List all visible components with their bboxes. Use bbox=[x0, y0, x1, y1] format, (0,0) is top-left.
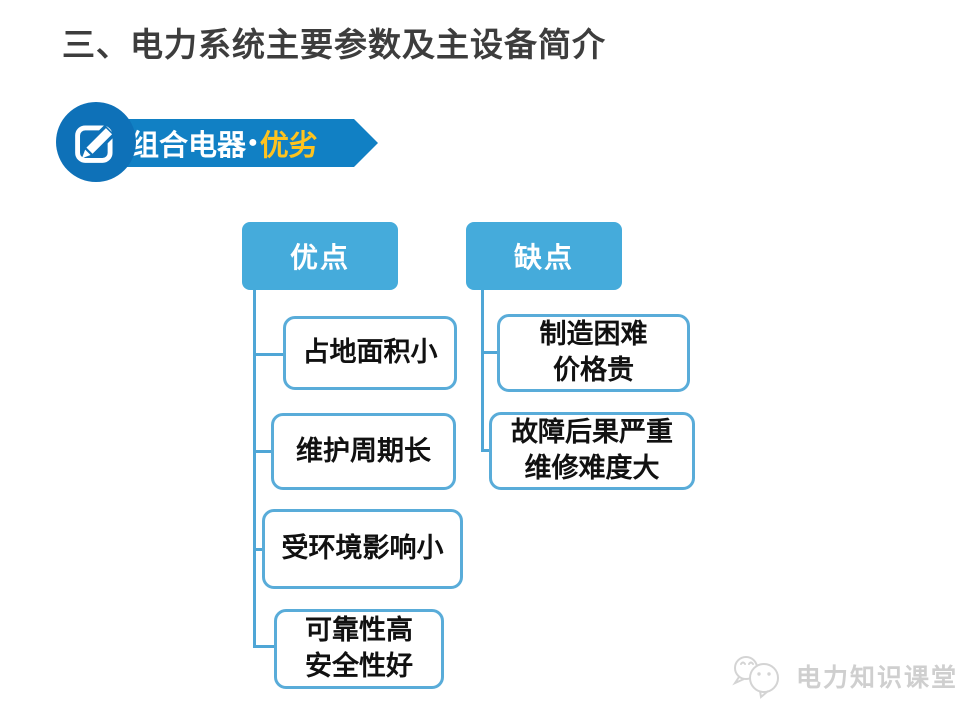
advantage-item: 维护周期长 bbox=[271, 413, 456, 490]
page-title: 三、电力系统主要参数及主设备简介 bbox=[62, 26, 606, 63]
badge-ribbon: 组合电器●优劣 bbox=[96, 119, 378, 167]
advantage-item-line: 维护周期长 bbox=[296, 435, 431, 466]
advantage-item: 受环境影响小 bbox=[262, 509, 463, 589]
watermark-text: 电力知识课堂 bbox=[796, 664, 959, 692]
disadvantage-item: 制造困难 价格贵 bbox=[497, 314, 690, 392]
connector-stub bbox=[253, 450, 271, 453]
connector-stub bbox=[253, 353, 283, 356]
advantages-header: 优点 bbox=[242, 222, 398, 290]
connector-stub bbox=[253, 645, 274, 648]
advantage-item-line: 占地面积小 bbox=[302, 337, 438, 368]
disadvantages-header: 缺点 bbox=[466, 222, 622, 290]
edit-pencil-icon bbox=[56, 102, 136, 182]
disadvantage-item-line: 故障后果严重 bbox=[511, 417, 673, 448]
connector-stub bbox=[253, 548, 263, 551]
connector-stub bbox=[481, 351, 497, 354]
disadvantage-item-line: 制造困难 bbox=[539, 319, 648, 350]
advantage-item-line: 安全性好 bbox=[305, 651, 413, 681]
advantage-item-line: 受环境影响小 bbox=[281, 533, 444, 564]
badge-separator-dot: ● bbox=[248, 134, 258, 151]
advantage-item-line: 可靠性高 bbox=[305, 615, 413, 646]
advantage-item: 占地面积小 bbox=[283, 316, 457, 390]
disadvantage-item-line: 维修难度大 bbox=[524, 453, 660, 483]
disadvantages-connector-line bbox=[481, 290, 484, 452]
advantage-item: 可靠性高 安全性好 bbox=[274, 609, 444, 689]
connector-stub bbox=[481, 449, 490, 452]
badge-label: 组合电器 bbox=[130, 130, 247, 162]
badge-highlight: 优劣 bbox=[259, 130, 318, 162]
disadvantage-item-line: 价格贵 bbox=[553, 355, 634, 385]
disadvantage-item: 故障后果严重 维修难度大 bbox=[489, 412, 695, 490]
chat-bubbles-icon bbox=[730, 652, 788, 700]
advantages-connector-line bbox=[253, 290, 256, 647]
watermark: 电力知识课堂 bbox=[730, 652, 958, 700]
